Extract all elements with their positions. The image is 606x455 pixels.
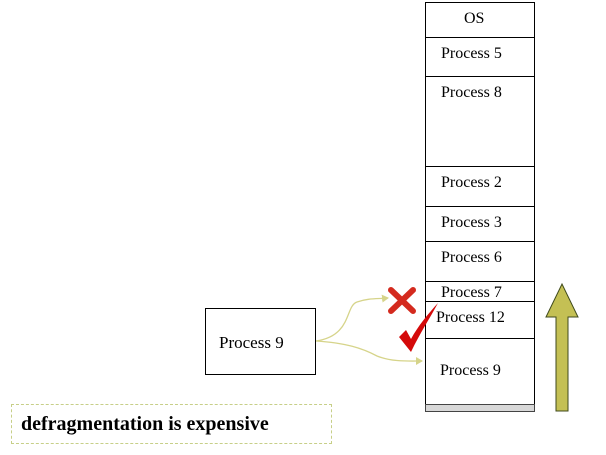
memory-block-process-6: Process 6: [425, 241, 535, 282]
note-text: defragmentation is expensive: [21, 413, 269, 435]
memory-block-label: Process 9: [440, 362, 501, 379]
checkmark-icon: [399, 303, 438, 352]
up-arrow-icon: [545, 282, 579, 412]
memory-block-label: Process 6: [441, 249, 502, 266]
memory-block-label: OS: [464, 10, 485, 27]
memory-block-label: Process 5: [441, 45, 502, 62]
memory-block-process-8: Process 8: [425, 76, 535, 167]
memory-block-label: Process 3: [441, 214, 502, 231]
memory-block-label: Process 2: [441, 174, 502, 191]
memory-block-label: Process 8: [441, 84, 502, 101]
memory-block-label: Process 12: [436, 309, 505, 326]
memory-block-process-7: Process 7: [425, 281, 535, 302]
incoming-process-label: Process 9: [219, 333, 284, 352]
memory-block-free: [425, 404, 535, 412]
memory-block-process-3: Process 3: [425, 206, 535, 242]
memory-block-os: OS: [425, 2, 535, 38]
memory-block-label: Process 7: [441, 284, 502, 301]
incoming-process-box: Process 9: [205, 308, 316, 375]
placement-arrow-to-gap: [315, 294, 389, 342]
defragmentation-note: defragmentation is expensive: [11, 404, 332, 444]
placement-arrow-to-slot: [315, 340, 423, 366]
cross-icon: [388, 287, 416, 314]
